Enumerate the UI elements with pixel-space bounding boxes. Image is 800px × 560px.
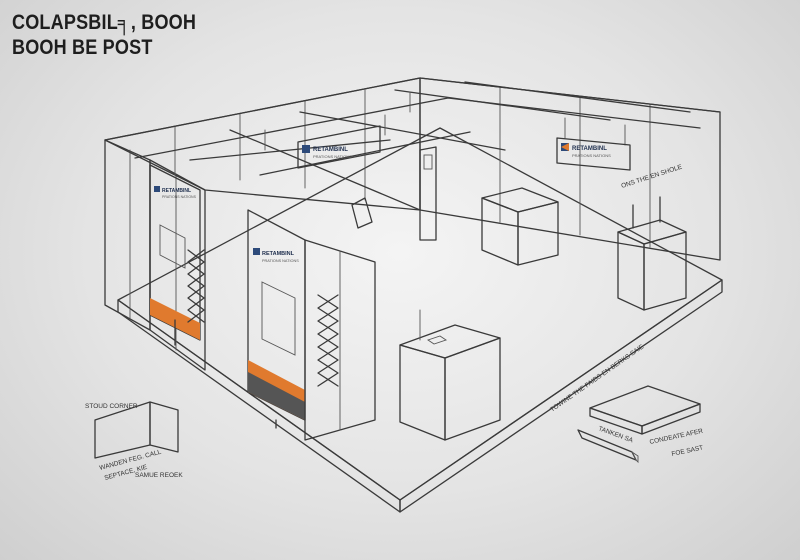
- title-line-1: COLAPSBIL╕, BOOH: [12, 11, 197, 34]
- counter-front: [399, 309, 501, 441]
- small-display: [351, 197, 373, 229]
- banner-mid-name: RETAMBINL: [262, 251, 295, 257]
- brochure-rack-left: [187, 249, 205, 323]
- header-sign-left: RETAMBINL PRATIONS NATIONS: [297, 125, 381, 169]
- logo-mark: [253, 248, 260, 255]
- logo-mark: [154, 186, 160, 192]
- logo-mark-accent: [561, 143, 569, 151]
- header-right-name: RETAMBINL: [572, 146, 607, 152]
- detail-folded-panel: TANKEN SA CONDEATE AFER FOE SAST: [577, 385, 704, 464]
- header-sign-right: RETAMBINL PRATIONS NATIONS: [556, 117, 631, 171]
- brochure-rack-mid: [317, 294, 339, 387]
- panel-label-3: FOE SAST: [671, 444, 704, 458]
- logo-mark: [302, 145, 310, 153]
- banner-left-name: RETAMBINL: [162, 188, 191, 194]
- diagram-title: COLAPSBIL╕, BOOH BOOH BE POST: [12, 10, 196, 60]
- title-line-2: BOOH BE POST: [12, 36, 153, 59]
- rollup-banner-left: RETAMBINL PRATIONS NATIONS: [149, 164, 201, 346]
- detail-corner-joint: STOUD CORNER WANDEN FEG. CALL SEPTACE, K…: [85, 401, 183, 482]
- panel-label-2: CONDEATE AFER: [649, 428, 704, 446]
- header-right-sub: PRATIONS NATIONS: [572, 153, 611, 158]
- tall-display-stand: [419, 146, 437, 241]
- note-floor-edge: TOWINE THE FAIDS EN BERKS SAIE: [549, 343, 646, 414]
- panel-label-1: TANKEN SA: [597, 425, 634, 444]
- floor-platform: [117, 127, 723, 513]
- side-partition: [304, 239, 376, 441]
- counter-back-center: [481, 187, 559, 266]
- banner-mid-sub: PRATIONS NATIONS: [262, 259, 299, 263]
- counter-right: [617, 196, 687, 311]
- overhead-truss: [104, 77, 721, 211]
- banner-left-sub: PRATIONS NATIONS: [162, 195, 197, 199]
- header-left-name: RETAMBINL: [313, 147, 348, 153]
- header-left-sub: PRATIONS NATIONS: [313, 154, 352, 159]
- corner-label: STOUD CORNER: [85, 403, 138, 410]
- corner-sub-3: SAMUE REOEK: [135, 472, 183, 479]
- rollup-banner-mid: RETAMBINL PRATIONS NATIONS: [247, 209, 306, 429]
